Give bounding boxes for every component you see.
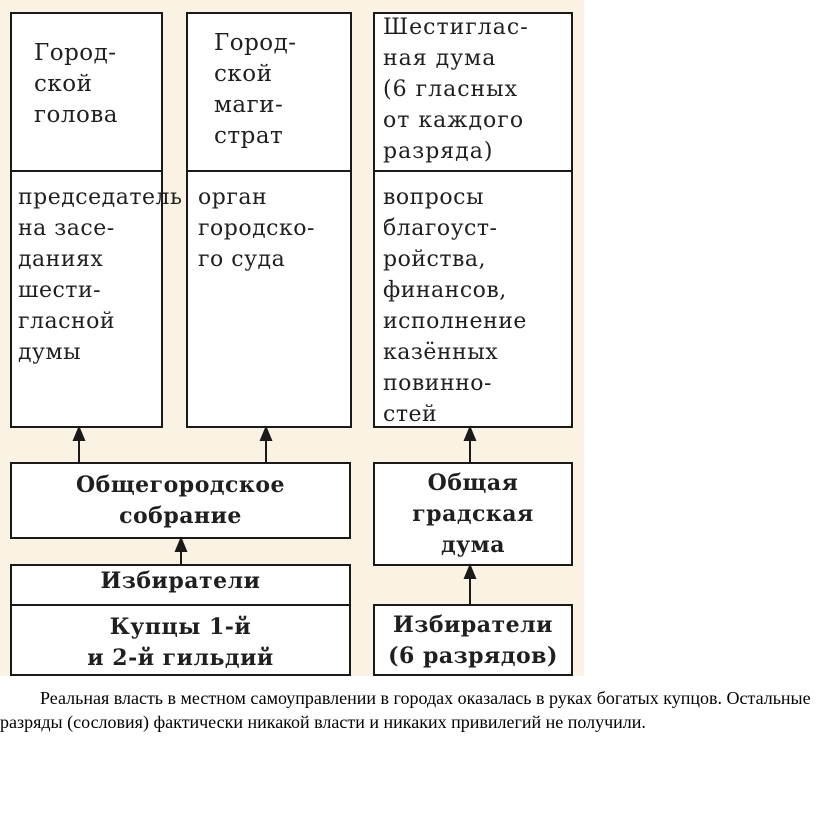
caption-paragraph: Реальная власть в местном самоуправлении…: [0, 688, 811, 732]
city-head-title: Город- ской голова: [34, 40, 119, 128]
city-head-divider: [12, 170, 161, 172]
arrows-layer: [72, 425, 477, 604]
city-head-box: Город- ской голова председатель на засе-…: [10, 12, 182, 428]
six-member-duma-box: Шестиглас- ная дума (6 гласных от каждог…: [373, 12, 573, 428]
arrow-assembly-to-magistrate: [259, 425, 273, 462]
arrow-duma-to-six-member-duma: [463, 425, 477, 462]
arrow-assembly-to-head: [72, 425, 86, 462]
six-member-duma-description: вопросы благоуст- ройства, финансов, исп…: [383, 185, 527, 427]
merchant-voters-box: Избиратели Купцы 1-й и 2-й гильдий: [10, 564, 351, 676]
general-city-assembly-box: Общегородское собрание: [10, 462, 351, 539]
merchant-voters-label: Избиратели: [100, 568, 261, 594]
city-magistrate-box: Город- ской маги- страт орган городско- …: [186, 12, 352, 428]
city-magistrate-title: Город- ской маги- страт: [214, 30, 297, 149]
city-magistrate-description: орган городско- го суда: [198, 185, 315, 272]
arrow-voters-to-assembly: [174, 536, 188, 564]
six-category-voters-label: Избиратели (6 разрядов): [388, 612, 558, 669]
general-city-assembly-label: Общегородское собрание: [76, 472, 285, 529]
government-diagram: Город- ской голова председатель на засе-…: [0, 0, 584, 676]
merchant-voters-detail: Купцы 1-й и 2-й гильдий: [87, 614, 274, 671]
general-city-duma-label: Общая градская дума: [412, 470, 534, 558]
six-category-voters-box: Избиратели (6 разрядов): [373, 604, 573, 676]
general-city-duma-box: Общая градская дума: [373, 462, 573, 566]
merchant-voters-divider: [12, 604, 349, 606]
six-member-duma-divider: [375, 170, 571, 172]
six-member-duma-title: Шестиглас- ная дума (6 гласных от каждог…: [383, 15, 529, 164]
city-head-description: председатель на засе- даниях шести- глас…: [18, 185, 183, 365]
arrow-voters-to-duma: [463, 563, 477, 604]
city-magistrate-divider: [188, 170, 350, 172]
